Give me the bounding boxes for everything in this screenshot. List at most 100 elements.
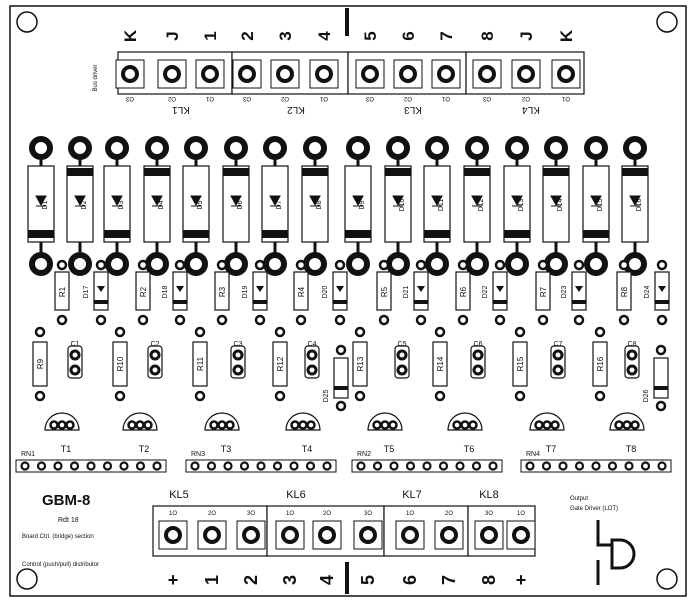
- resistor-label: R13: [356, 356, 365, 371]
- diode-symbol: [417, 286, 425, 292]
- diode-label: D4: [158, 200, 165, 209]
- diode-pad: [544, 136, 568, 160]
- resistor-pad: [34, 390, 46, 402]
- resistor-pad: [34, 326, 46, 338]
- pad: [318, 526, 336, 544]
- resistor-label: R2: [139, 286, 148, 297]
- resistor-network-pin: [471, 461, 482, 471]
- capacitor-pad: [552, 364, 564, 376]
- bottom-pin-label: +: [168, 570, 179, 590]
- diode-pad: [465, 252, 489, 276]
- resistor-label: R1: [58, 286, 67, 297]
- resistor-network-pin: [541, 461, 552, 471]
- diode-label: D7: [276, 200, 283, 209]
- resistor-network-label: RN3: [191, 451, 205, 458]
- diode-symbol: [190, 195, 202, 207]
- diode-label: D5: [197, 200, 204, 209]
- top-pin-label: 8: [478, 31, 497, 40]
- top-pin-mark: O1: [319, 95, 328, 101]
- capacitor-pad: [472, 364, 484, 376]
- resistor-network-pin: [86, 461, 96, 471]
- small-diode-band: [333, 300, 347, 304]
- transistor-label: T3: [221, 444, 232, 454]
- diode-label: D15: [597, 198, 604, 211]
- diode-symbol: [111, 195, 123, 207]
- diode-symbol: [74, 195, 86, 207]
- diode-pad: [346, 136, 370, 160]
- resistor-pad: [618, 259, 630, 271]
- diode-symbol: [392, 195, 404, 207]
- diode-symbol: [431, 195, 443, 207]
- diode-pad: [303, 252, 327, 276]
- mounting-hole: [656, 11, 678, 33]
- diode-band: [622, 168, 648, 176]
- capacitor-label: C8: [628, 341, 637, 348]
- resistor-body: [592, 341, 608, 387]
- resistor-network-pin: [102, 461, 113, 471]
- resistor-network-pin: [591, 461, 601, 471]
- board-title: GBM-8: [42, 492, 90, 509]
- diode-label: D16: [636, 198, 643, 211]
- bottom-connector-label: KL5: [169, 489, 189, 501]
- diode-label: D13: [518, 198, 525, 211]
- transistor-pad: [630, 420, 640, 430]
- pad: [121, 65, 139, 83]
- top-pin-mark: O2: [403, 95, 412, 101]
- diode-pad: [415, 259, 427, 271]
- diode-symbol: [590, 195, 602, 207]
- resistor-network-label: RN4: [526, 451, 540, 458]
- resistor-body: [352, 341, 368, 387]
- resistor-network-pin: [53, 461, 63, 471]
- resistor-network-pin: [389, 461, 399, 471]
- resistor-network-label: RN2: [357, 451, 371, 458]
- resistor-label: R4: [297, 286, 306, 297]
- transistor-pad: [135, 420, 145, 430]
- resistor-pad: [216, 259, 228, 271]
- resistor-network-pin: [488, 461, 498, 471]
- bottom-pin-label: 5: [358, 575, 378, 585]
- mounting-hole: [16, 568, 38, 590]
- transistor-label: T8: [626, 444, 637, 454]
- resistor-body: [54, 271, 70, 311]
- diode-symbol: [176, 286, 184, 292]
- pad: [242, 526, 260, 544]
- diode-label: D10: [399, 198, 406, 211]
- diode-band: [464, 168, 490, 176]
- resistor-body: [135, 271, 151, 311]
- diode-band: [104, 230, 130, 238]
- diode-label: D8: [316, 200, 323, 209]
- resistor-label: R7: [539, 286, 548, 297]
- diode-pad: [335, 400, 347, 412]
- pad: [203, 526, 221, 544]
- small-diode-label: D20: [322, 285, 329, 298]
- resistor-body: [112, 341, 128, 387]
- resistor-network-pin: [223, 461, 233, 471]
- diode-pad: [425, 252, 449, 276]
- resistor-network-pin: [372, 461, 383, 471]
- diode-pad: [544, 252, 568, 276]
- diode-pad: [386, 136, 410, 160]
- capacitor-pad: [69, 364, 81, 376]
- capacitor-pad: [69, 349, 81, 361]
- transistor-pad: [57, 420, 67, 430]
- transistor-pad: [614, 420, 624, 430]
- pad-square: [434, 520, 464, 550]
- diode-pad: [254, 314, 266, 326]
- capacitor-pad: [306, 349, 318, 361]
- capacitor-pad: [396, 349, 408, 361]
- resistor-label: R12: [276, 356, 285, 371]
- resistor-label: R11: [196, 356, 205, 371]
- diode-pad: [105, 252, 129, 276]
- top-pin-label: 4: [315, 31, 334, 41]
- top-pin-label: 3: [276, 31, 295, 40]
- bottom-pin-label: 6: [400, 575, 420, 585]
- pad: [557, 65, 575, 83]
- left-note-1: Board Ctrl. (bridge) section: [22, 534, 94, 540]
- resistor-network-pin: [206, 461, 217, 471]
- top-pin-label: 1: [201, 31, 220, 40]
- diode-pad: [174, 314, 186, 326]
- resistor-network-pin: [558, 461, 568, 471]
- pad: [512, 526, 530, 544]
- resistor-network-pin: [624, 461, 634, 471]
